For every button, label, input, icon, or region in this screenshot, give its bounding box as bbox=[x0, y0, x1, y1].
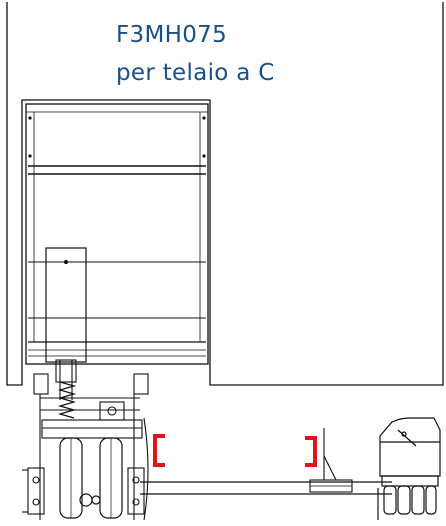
frame-beam bbox=[140, 481, 392, 495]
right-mount-plate bbox=[127, 417, 149, 521]
frame-type-label: per telaio a C bbox=[116, 60, 275, 86]
power-pack-box bbox=[377, 417, 441, 520]
left-mount-plate bbox=[22, 467, 45, 515]
mid-support bbox=[309, 428, 353, 493]
coil-spring bbox=[57, 381, 77, 419]
c-frame-bracket-right bbox=[305, 436, 317, 467]
hydraulic-cylinders bbox=[59, 437, 123, 519]
platform-panel bbox=[25, 103, 209, 365]
model-code-label: F3MH075 bbox=[116, 22, 228, 48]
center-plate bbox=[45, 247, 87, 363]
c-frame-bracket-left bbox=[153, 434, 165, 467]
vehicle-body-outline bbox=[6, 2, 444, 386]
